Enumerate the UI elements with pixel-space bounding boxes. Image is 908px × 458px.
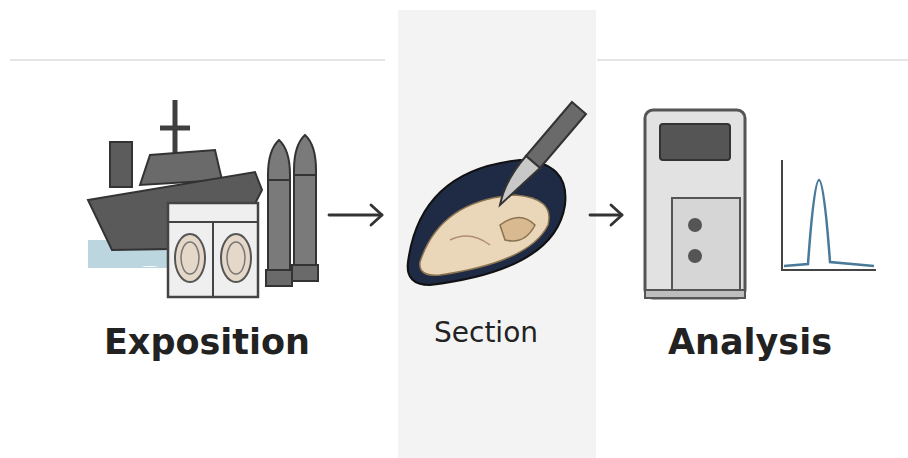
stage-label: Section [382,316,590,349]
stage-label: Analysis [622,322,878,362]
middle-band [398,10,596,458]
stage-panel: Exposition [85,100,329,380]
chromatogram [782,160,876,270]
stage-panel: Section [382,100,590,380]
mussel-cage [168,203,258,297]
scalpel-icon [500,102,586,205]
panel-rule [597,59,908,61]
stage-panel: Analysis [622,100,878,380]
panel-rule [10,59,385,61]
instrument-icon [645,110,745,298]
mussel-icon [408,160,566,285]
bullet-icon [266,135,318,286]
stage-label: Exposition [85,322,329,362]
flow-arrow [590,205,622,225]
flow-arrow [329,205,382,225]
